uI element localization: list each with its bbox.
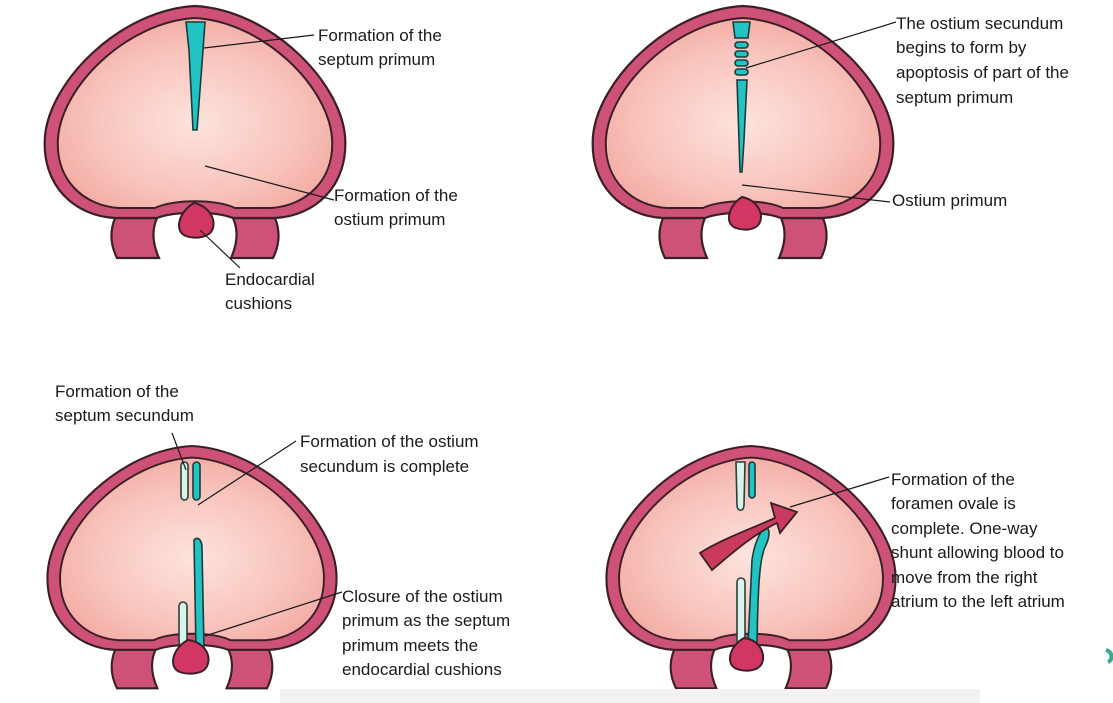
leader-line <box>199 229 241 269</box>
septum-primum-upper <box>192 461 201 501</box>
leader-line <box>197 440 297 506</box>
septum-secundum-lower <box>736 577 746 645</box>
endocardial-cushion <box>172 638 210 675</box>
septum-secundum-lower <box>178 601 188 647</box>
leader-line <box>789 476 890 508</box>
label-ostium-primum: Formation of the ostium primum <box>334 186 463 229</box>
septum-primum-lower <box>193 537 205 651</box>
leader-line <box>204 591 343 637</box>
septum-primum-flap <box>747 526 770 646</box>
endocardial-cushion <box>178 201 215 239</box>
endocardial-cushion <box>728 636 765 672</box>
septum-primum-top <box>732 21 751 39</box>
septum-primum <box>185 21 206 131</box>
label-ostium-secundum-begins: The ostium secundum begins to form by ap… <box>896 14 1074 107</box>
label-closure-ostium-primum: Closure of the ostium primum as the sept… <box>342 587 515 679</box>
panel-septum-primum-formation: Formation of the septum primum Formation… <box>43 4 463 313</box>
label-ostium-primum: Ostium primum <box>892 191 1007 210</box>
label-septum-primum: Formation of the septum primum <box>318 26 447 69</box>
leader-line <box>203 34 315 49</box>
blood-flow-arrow-icon <box>698 501 799 572</box>
endocardial-cushion <box>727 195 762 231</box>
panel-ostium-secundum-begins: The ostium secundum begins to form by ap… <box>591 4 1074 260</box>
apoptosis-segments <box>734 41 749 76</box>
septum-primum-upper <box>748 461 756 499</box>
septum-secundum-upper <box>735 461 746 512</box>
label-septum-secundum: Formation of the septum secundum <box>55 382 194 425</box>
leader-line <box>745 21 897 69</box>
bottom-shadow-bar <box>280 689 980 703</box>
septum-secundum-upper <box>180 461 189 501</box>
leader-line <box>741 184 891 203</box>
leader-line <box>171 432 187 471</box>
panel-ostium-secundum-complete: Formation of the septum secundum Formati… <box>46 382 515 690</box>
label-foramen-ovale: Formation of the foramen ovale is comple… <box>891 470 1069 611</box>
panel-foramen-ovale-complete: Formation of the foramen ovale is comple… <box>605 444 1069 690</box>
corner-logo-fragment <box>1105 648 1113 664</box>
label-ostium-secundum-complete: Formation of the ostium secundum is comp… <box>300 432 483 476</box>
label-endocardial-cushions: Endocardial cushions <box>225 270 320 313</box>
septum-primum-lower <box>736 79 748 173</box>
leader-line <box>204 165 335 201</box>
